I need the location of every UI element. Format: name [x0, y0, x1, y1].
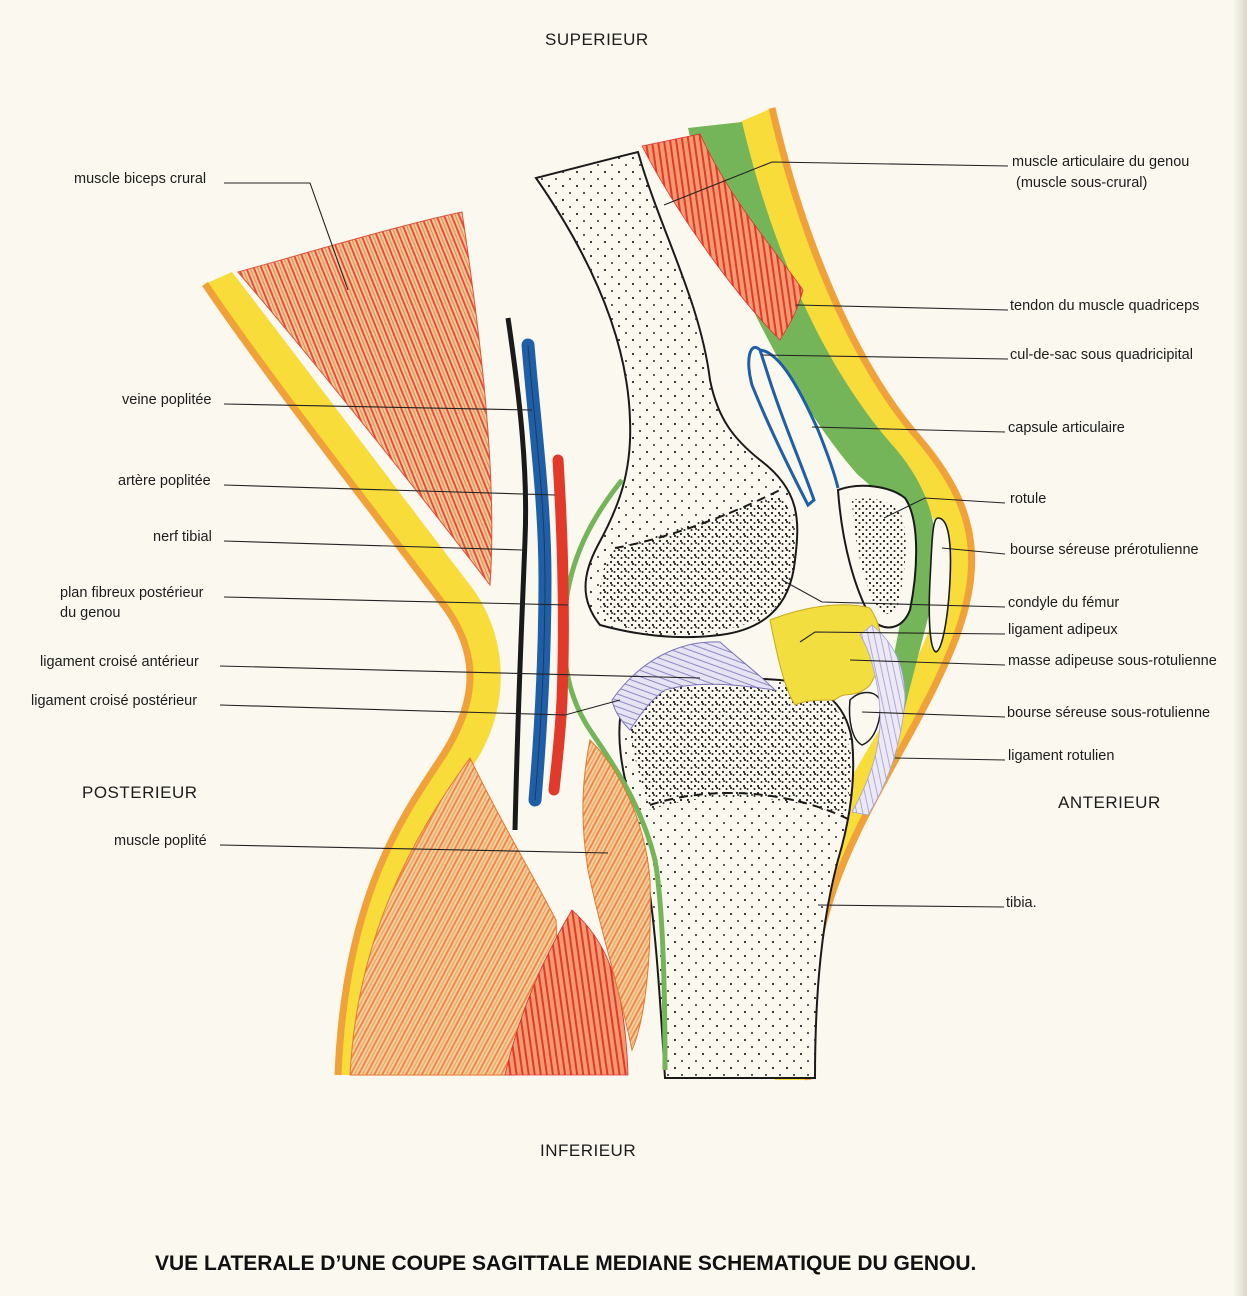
- popliteal-vein: [528, 345, 545, 800]
- label-masse-adipeuse: masse adipeuse sous-rotulienne: [1008, 653, 1217, 669]
- label-bourse-prerotulienne: bourse séreuse prérotulienne: [1010, 542, 1199, 558]
- label-ligament-croise-posterieur: ligament croisé postérieur: [31, 693, 197, 709]
- tibia: [619, 677, 853, 1078]
- label-capsule-articulaire: capsule articulaire: [1008, 420, 1125, 436]
- label-artere-poplitee: artère poplitée: [118, 473, 211, 489]
- label-tibia: tibia.: [1006, 895, 1037, 911]
- figure-caption: VUE LATERALE D’UNE COUPE SAGITTALE MEDIA…: [155, 1252, 976, 1275]
- label-plan-fibreux-1: plan fibreux postérieur: [60, 585, 204, 601]
- orientation-superior: SUPERIEUR: [545, 30, 649, 49]
- orientation-inferior: INFERIEUR: [540, 1141, 636, 1160]
- label-cul-de-sac: cul-de-sac sous quadricipital: [1010, 347, 1193, 363]
- tibial-nerve: [508, 318, 526, 830]
- label-muscle-articulaire-1: muscle articulaire du genou: [1012, 154, 1189, 170]
- label-biceps-crural: muscle biceps crural: [74, 171, 206, 187]
- label-bourse-sous-rotulienne: bourse séreuse sous-rotulienne: [1007, 705, 1210, 721]
- orientation-anterior: ANTERIEUR: [1058, 793, 1161, 812]
- orientation-posterior: POSTERIEUR: [82, 783, 198, 802]
- label-tendon-quadriceps: tendon du muscle quadriceps: [1010, 298, 1199, 314]
- label-nerf-tibial: nerf tibial: [153, 529, 212, 545]
- popliteal-artery: [554, 460, 563, 790]
- label-rotule: rotule: [1010, 491, 1046, 507]
- label-ligament-croise-anterieur: ligament croisé antérieur: [40, 654, 199, 670]
- biceps-femoris-muscle: [238, 212, 492, 585]
- label-veine-poplitee: veine poplitée: [122, 392, 212, 408]
- label-ligament-rotulien: ligament rotulien: [1008, 748, 1114, 764]
- tibial-plateau: [629, 684, 850, 815]
- label-ligament-adipeux: ligament adipeux: [1008, 622, 1118, 638]
- label-muscle-poplite: muscle poplité: [114, 833, 207, 849]
- label-condyle-femur: condyle du fémur: [1008, 595, 1119, 611]
- label-muscle-articulaire-2: (muscle sous-crural): [1016, 175, 1147, 191]
- page-edge-shadow: [1233, 0, 1247, 1296]
- label-plan-fibreux-2: du genou: [60, 605, 120, 621]
